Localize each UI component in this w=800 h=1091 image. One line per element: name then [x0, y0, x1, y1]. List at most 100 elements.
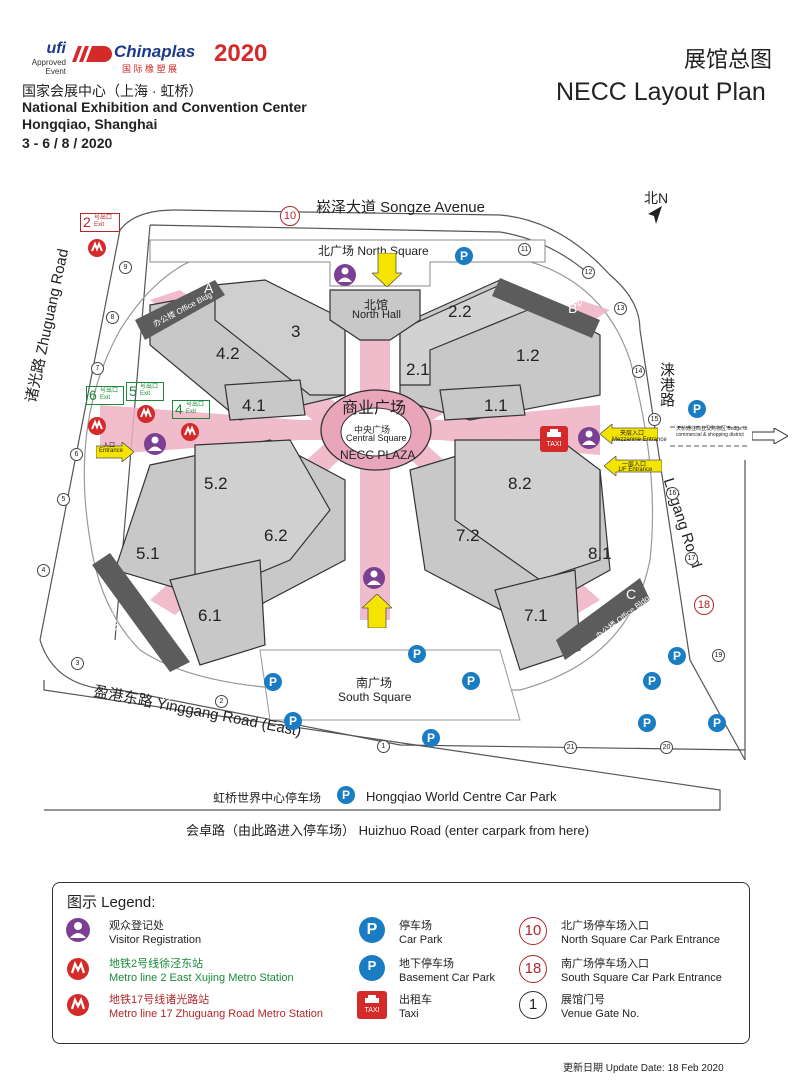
- gate-14: 14: [632, 365, 645, 378]
- brand-sub: 国 际 橡 塑 展: [122, 64, 178, 74]
- gate-1: 1: [377, 740, 390, 753]
- ufi-event: Event: [45, 67, 66, 76]
- hall-1-1: 1.1: [484, 396, 508, 415]
- car-icon: [365, 995, 379, 1003]
- legend-metro2-en: Metro line 2 East Xujing Metro Station: [109, 972, 294, 984]
- road-east-cn-label: 涞港路: [658, 362, 675, 407]
- chinaplas-logo: Chinaplas 2020 国 际 橡 塑 展: [72, 38, 292, 78]
- event-dates: 3 - 6 / 8 / 2020: [22, 135, 113, 151]
- car-park-icon[interactable]: P: [668, 647, 686, 665]
- car-park-icon[interactable]: P: [708, 714, 726, 732]
- car-park-icon[interactable]: P: [455, 247, 473, 265]
- gate-7: 7: [91, 362, 104, 375]
- venue-en-line1: National Exhibition and Convention Cente…: [22, 99, 307, 115]
- car-park-icon[interactable]: P: [264, 673, 282, 691]
- visitor-registration-icon[interactable]: [362, 566, 386, 590]
- hall-6-2: 6.2: [264, 526, 288, 545]
- legend-taxi-cn: 出租车: [399, 994, 432, 1006]
- exit-2-text: 号出口 Exit: [94, 215, 113, 228]
- entrance-arrow-down-icon[interactable]: [372, 253, 402, 287]
- north-car-park-entrance-10[interactable]: 10: [280, 206, 300, 226]
- legend-metro17-cn: 地铁17号线诸光路站: [109, 994, 210, 1006]
- metro-icon[interactable]: [136, 404, 156, 424]
- central-square-cn: 中央广场: [354, 425, 391, 435]
- hall-6-1: 6.1: [198, 606, 222, 625]
- brand-name: Chinaplas: [114, 42, 196, 61]
- car-park-icon[interactable]: P: [422, 729, 440, 747]
- plaza-en: NECC PLAZA: [340, 448, 416, 462]
- west-entrance-en: Entrance: [99, 448, 124, 454]
- car-park-icon: P: [359, 917, 385, 943]
- mezzanine-en: Mezzanine Entrance: [612, 437, 667, 443]
- taxi-icon: TAXI: [357, 991, 387, 1019]
- bridge-line: [670, 426, 750, 447]
- gate-6: 6: [70, 448, 83, 461]
- north-arrow-icon: [648, 206, 662, 224]
- legend-box: 图示 Legend: 观众登记处 Visitor Registration 地铁…: [52, 882, 750, 1044]
- gate-20: 20: [660, 741, 673, 754]
- north-hall-cn: 北馆: [364, 298, 389, 312]
- ufi-logo: ufi Approved Event: [18, 40, 66, 80]
- south-square-en: South Square: [338, 690, 412, 704]
- bridge-label: 天桥通往商业及购物区 Bridge to commercial & shoppi…: [676, 426, 748, 438]
- central-square-en: Central Square: [346, 433, 407, 443]
- car-park-icon[interactable]: P: [337, 786, 355, 804]
- south-car-park-entrance-18[interactable]: 18: [694, 595, 714, 615]
- visitor-registration-icon[interactable]: [333, 263, 357, 287]
- gate-8: 8: [106, 311, 119, 324]
- metro-icon: [67, 994, 89, 1016]
- legend-carpark-cn: 停车场: [399, 920, 432, 932]
- car-park-icon[interactable]: P: [638, 714, 656, 732]
- carpark-cn: 虹桥世界中心停车场: [213, 791, 322, 805]
- huizhuo-road: 会卓路（由此路进入停车场） Huizhuo Road (enter carpar…: [186, 823, 590, 838]
- hall-2-2: 2.2: [448, 302, 472, 321]
- metro-icon[interactable]: [180, 422, 200, 442]
- legend-north-entrance-en: North Square Car Park Entrance: [561, 934, 720, 946]
- visitor-registration-icon[interactable]: [577, 426, 601, 450]
- gate-12: 12: [582, 266, 595, 279]
- legend-gate-cn: 展馆门号: [561, 994, 605, 1006]
- legend-basement-en: Basement Car Park: [399, 972, 495, 984]
- car-park-icon[interactable]: P: [284, 712, 302, 730]
- legend-gate-en: Venue Gate No.: [561, 1008, 640, 1020]
- entrance-arrow-up-icon[interactable]: [362, 594, 392, 628]
- exit-2-box[interactable]: 2 号出口 Exit: [80, 213, 120, 232]
- venue-en-line2: Hongqiao, Shanghai: [22, 116, 158, 132]
- office-c-letter: C: [626, 586, 637, 602]
- office-b-letter: B: [568, 300, 578, 316]
- mezzanine-entrance-arrow-icon[interactable]: [600, 424, 658, 444]
- legend-gate-symbol: 1: [519, 991, 547, 1019]
- exit-2-num: 2: [83, 214, 91, 230]
- hall-4-2: 4.2: [216, 344, 240, 363]
- carpark-en: Hongqiao World Centre Car Park: [366, 789, 557, 804]
- hall-1-2: 1.2: [516, 346, 540, 365]
- floor1-en: 1/F Entrance: [618, 467, 653, 473]
- legend-north-entrance-cn: 北广场停车场入口: [561, 920, 649, 932]
- car-park-icon[interactable]: P: [462, 672, 480, 690]
- first-floor-entrance-arrow-icon[interactable]: [604, 456, 662, 476]
- legend-basement-cn: 地下停车场: [399, 958, 454, 970]
- metro-icon[interactable]: [87, 238, 107, 258]
- office-a-letter: A: [204, 280, 214, 296]
- north-symbol: 北N: [644, 190, 669, 206]
- visitor-registration-icon[interactable]: [143, 432, 167, 456]
- car-park-icon[interactable]: P: [643, 672, 661, 690]
- legend-south-entrance-en: South Square Car Park Entrance: [561, 972, 722, 984]
- exit-6-box[interactable]: 6 号出口 Exit: [86, 386, 124, 405]
- title-en: NECC Layout Plan: [556, 78, 766, 106]
- hall-3: 3: [291, 322, 301, 341]
- bridge-arrow-icon: [752, 428, 788, 444]
- hall-5-1: 5.1: [136, 544, 160, 563]
- hall-7-1: 7.1: [524, 606, 548, 625]
- legend-taxi-en: Taxi: [399, 1008, 419, 1020]
- car-park-icon[interactable]: P: [408, 645, 426, 663]
- gate-3: 3: [71, 657, 84, 670]
- metro-icon[interactable]: [87, 416, 107, 436]
- gate-5: 5: [57, 493, 70, 506]
- car-park-icon[interactable]: P: [688, 400, 706, 418]
- entrance-arrow-right-icon[interactable]: [96, 442, 134, 462]
- exit-5-text: 号出口 Exit: [140, 384, 159, 397]
- taxi-icon[interactable]: TAXI: [540, 426, 568, 452]
- exit-4-box[interactable]: 4 号出口 Exit: [172, 400, 210, 419]
- exit-5-box[interactable]: 5 号出口 Exit: [126, 382, 164, 401]
